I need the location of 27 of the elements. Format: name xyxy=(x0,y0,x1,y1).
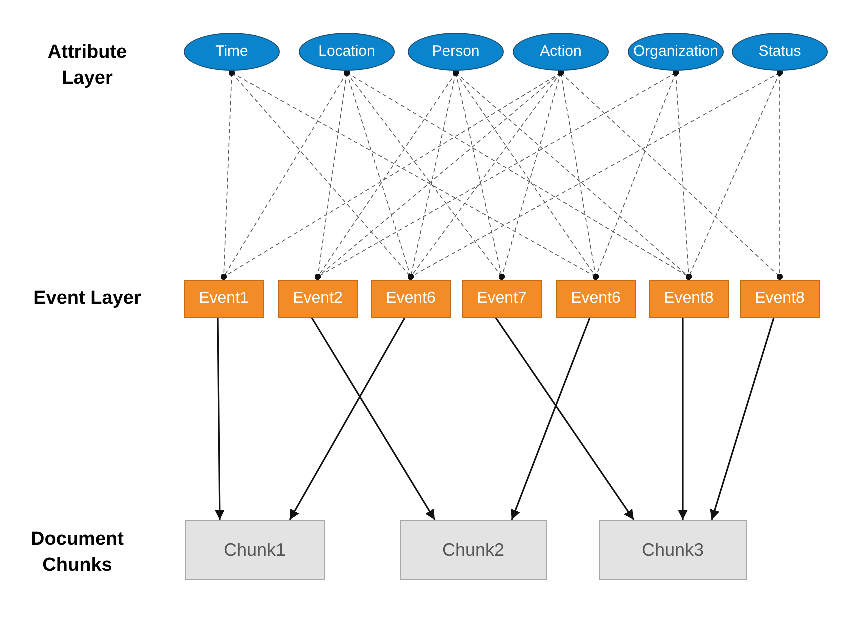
attribute-ellipse: Organization xyxy=(628,33,724,71)
layer-label: Event Layer xyxy=(32,287,142,311)
event-box: Event7 xyxy=(462,280,542,318)
arrow xyxy=(710,318,775,520)
event-box: Event8 xyxy=(740,280,820,318)
event-box: Event1 xyxy=(184,280,264,318)
attribute-ellipse: Action xyxy=(513,33,609,71)
arrow xyxy=(311,318,436,520)
attribute-ellipse: Person xyxy=(408,33,504,71)
event-box: Event8 xyxy=(649,280,729,318)
arrow xyxy=(289,318,406,520)
event-box: Event6 xyxy=(556,280,636,318)
dashed-connector xyxy=(777,70,783,280)
event-box: Event2 xyxy=(278,280,358,318)
arrow xyxy=(214,318,225,520)
arrow xyxy=(510,318,591,520)
chunk-box: Chunk1 xyxy=(185,520,325,580)
attribute-ellipse: Location xyxy=(299,33,395,71)
chunk-box: Chunk3 xyxy=(599,520,747,580)
attribute-ellipse: Time xyxy=(184,33,280,71)
chunk-box: Chunk2 xyxy=(400,520,547,580)
arrow xyxy=(678,318,688,520)
layer-label: Attribute Layer xyxy=(46,41,128,91)
event-box: Event6 xyxy=(371,280,451,318)
arrow xyxy=(495,318,635,520)
layer-label: Document Chunks xyxy=(30,528,125,578)
attribute-ellipse: Status xyxy=(732,33,828,71)
